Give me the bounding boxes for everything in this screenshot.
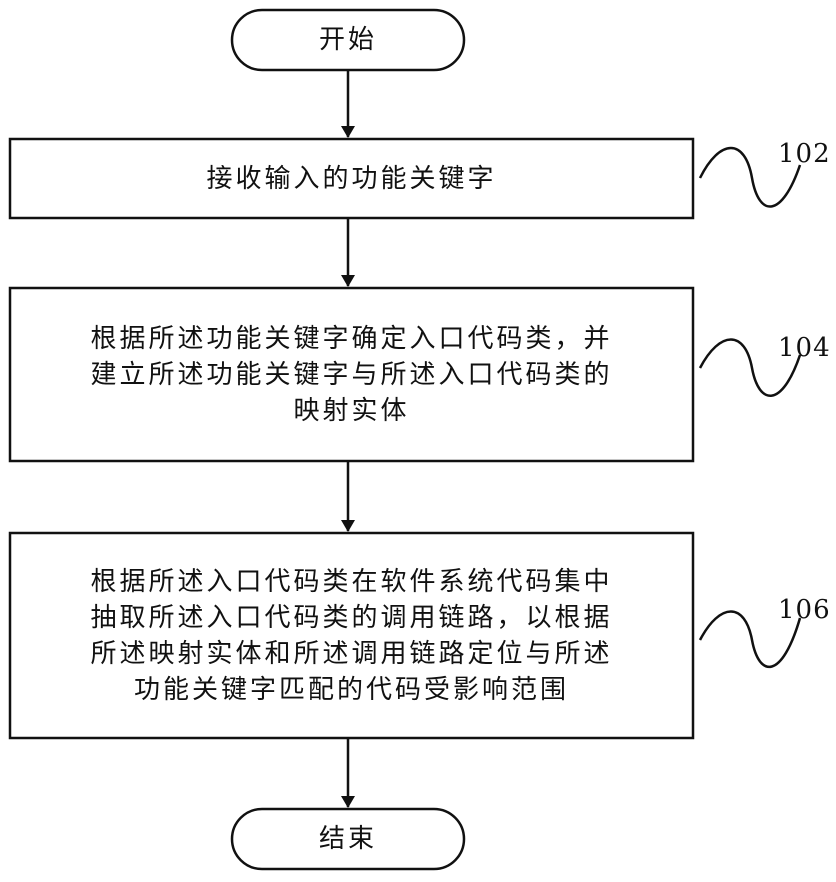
step-104-ref-number: 104 [778,333,831,363]
step-104-text: 根据所述功能关键字确定入口代码类，并 建立所述功能关键字与所述入口代码类的 映射… [90,323,613,426]
step-106-text: 根据所述入口代码类在软件系统代码集中 抽取所述入口代码类的调用链路，以根据 所述… [90,566,613,705]
step-102-ref-number: 102 [778,139,831,169]
end-label: 结束 [318,824,377,854]
step-102-text: 接收输入的功能关键字 [206,163,497,194]
step-106-ref-number: 106 [778,595,831,625]
step-104-box [8,286,695,463]
step-106-box [8,531,695,740]
start-label: 开始 [318,25,377,55]
end-terminal [230,807,466,871]
leader-squiggle-104 [698,338,802,397]
leader-squiggle-106 [698,610,802,668]
leader-squiggle-102 [698,146,802,208]
step-102-box [8,137,695,220]
